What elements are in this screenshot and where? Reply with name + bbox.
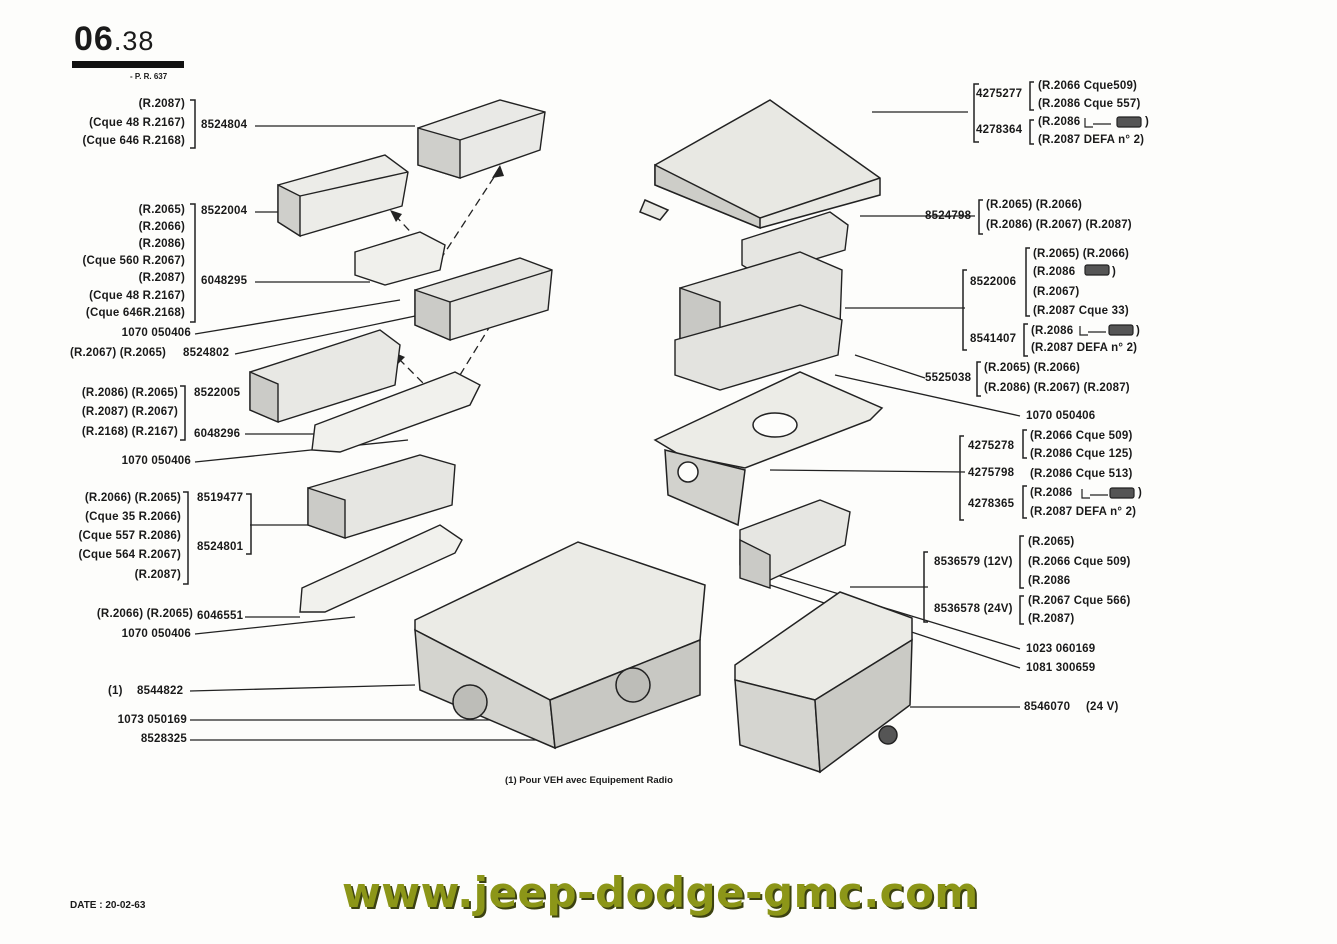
part-1073050169: 1073 050169: [117, 714, 187, 726]
label-r4: (R.2087 Cque 33): [1033, 305, 1129, 317]
label-g5: (R.2087): [134, 569, 181, 581]
part-1081300659: 1081 300659: [1026, 662, 1096, 674]
label-h1: (R.2066) (R.2065): [96, 608, 193, 620]
label-b4: (Cque 560 R.2067): [82, 255, 185, 267]
part-8519477: 8519477: [197, 492, 244, 504]
part-8524801: 8524801: [197, 541, 244, 553]
part-1023060169: 1023 060169: [1026, 643, 1096, 655]
label-r2: (R.2086: [1033, 266, 1076, 278]
label-p1b: (R.2086 Cque 557): [1038, 98, 1141, 110]
part-8536578: 8536578 (24V): [934, 603, 1013, 615]
label-r1: (R.2065) (R.2066): [1033, 248, 1130, 260]
header-rule: [72, 61, 184, 68]
part-4275278: 4275278: [968, 440, 1015, 452]
part-8522005: 8522005: [194, 387, 241, 399]
closing-paren-r5: ): [1136, 325, 1141, 337]
label-24v: (24 V): [1086, 701, 1119, 713]
label-p1a: (R.2066 Cque509): [1038, 80, 1138, 92]
page-number-main: 06: [74, 20, 114, 58]
label-a3: (Cque 646 R.2168): [82, 135, 185, 147]
label-v1a: (R.2065): [1028, 536, 1075, 548]
label-e1: (R.2086) (R.2065): [81, 387, 178, 399]
label-b6: (Cque 48 R.2167): [89, 290, 185, 302]
label-v1b: (R.2066 Cque 509): [1028, 556, 1131, 568]
label-g3: (Cque 557 R.2086): [78, 530, 181, 542]
label-s2: (R.2086) (R.2067) (R.2087): [984, 382, 1130, 394]
label-q1: (R.2065) (R.2066): [986, 199, 1083, 211]
label-e2: (R.2087) (R.2067): [81, 406, 178, 418]
label-u1a: (R.2066 Cque 509): [1030, 430, 1133, 442]
part-4275798: 4275798: [968, 467, 1015, 479]
label-b2: (R.2066): [138, 221, 185, 233]
label-j1: (1): [108, 685, 123, 697]
label-e3: (R.2168) (R.2167): [81, 426, 178, 438]
label-u3a: (R.2086: [1030, 487, 1073, 499]
part-8524804: 8524804: [201, 119, 248, 131]
label-v2b: (R.2087): [1028, 613, 1075, 625]
part-6046551: 6046551: [197, 610, 244, 622]
label-g4: (Cque 564 R.2067): [78, 549, 181, 561]
closing-paren-u3a: ): [1138, 487, 1143, 499]
watermark-url: www.jeep-dodge-gmc.com: [342, 868, 979, 917]
label-v1c: (R.2086: [1028, 575, 1071, 587]
label-r6: (R.2087 DEFA n° 2): [1031, 342, 1138, 354]
part-4275277: 4275277: [976, 88, 1023, 100]
label-b5: (R.2087): [138, 272, 185, 284]
closing-paren-r2: ): [1112, 266, 1117, 278]
page-reference: - P. R. 637: [130, 72, 168, 81]
part-6048295: 6048295: [201, 275, 248, 287]
part-8528325: 8528325: [140, 733, 187, 745]
label-g1: (R.2066) (R.2065): [84, 492, 181, 504]
label-b7: (Cque 646R.2168): [85, 307, 185, 319]
part-4278364: 4278364: [976, 124, 1023, 136]
label-p2b: (R.2087 DEFA n° 2): [1038, 134, 1145, 146]
label-v2a: (R.2067 Cque 566): [1028, 595, 1131, 607]
page-number-suffix: .38: [113, 26, 155, 56]
part-8524802: 8524802: [183, 347, 230, 359]
label-b3: (R.2086): [138, 238, 185, 250]
part-8522004: 8522004: [201, 205, 248, 217]
label-a2: (Cque 48 R.2167): [89, 117, 185, 129]
part-5525038: 5525038: [925, 372, 972, 384]
label-d1: (R.2067) (R.2065): [70, 347, 167, 359]
page-number: 06.38: [74, 20, 154, 59]
label-u2a: (R.2086 Cque 513): [1030, 468, 1133, 480]
label-r5: (R.2086: [1031, 325, 1074, 337]
figure-caption: (1) Pour VEH avec Equipement Radio: [505, 775, 673, 786]
label-u1b: (R.2086 Cque 125): [1030, 448, 1133, 460]
part-8524798: 8524798: [925, 210, 972, 222]
label-r3: (R.2067): [1033, 286, 1080, 298]
part-1070050406-c: 1070 050406: [121, 628, 191, 640]
part-8522006: 8522006: [970, 276, 1017, 288]
closing-paren-p2a: ): [1145, 116, 1150, 128]
part-1070050406-a: 1070 050406: [121, 327, 191, 339]
label-u3b: (R.2087 DEFA n° 2): [1030, 506, 1137, 518]
part-8536579: 8536579 (12V): [934, 556, 1013, 568]
part-8546070: 8546070: [1024, 701, 1071, 713]
label-s1: (R.2065) (R.2066): [984, 362, 1081, 374]
part-1070050406-d: 1070 050406: [1026, 410, 1096, 422]
part-8544822: 8544822: [137, 685, 184, 697]
document-date: DATE : 20-02-63: [70, 900, 146, 911]
label-p2a: (R.2086: [1038, 116, 1081, 128]
label-a1: (R.2087): [138, 98, 185, 110]
label-q2: (R.2086) (R.2067) (R.2087): [986, 219, 1132, 231]
part-8541407: 8541407: [970, 333, 1017, 345]
part-4278365: 4278365: [968, 498, 1015, 510]
label-g2: (Cque 35 R.2066): [85, 511, 181, 523]
part-6048296: 6048296: [194, 428, 241, 440]
part-1070050406-b: 1070 050406: [121, 455, 191, 467]
label-b1: (R.2065): [138, 204, 185, 216]
